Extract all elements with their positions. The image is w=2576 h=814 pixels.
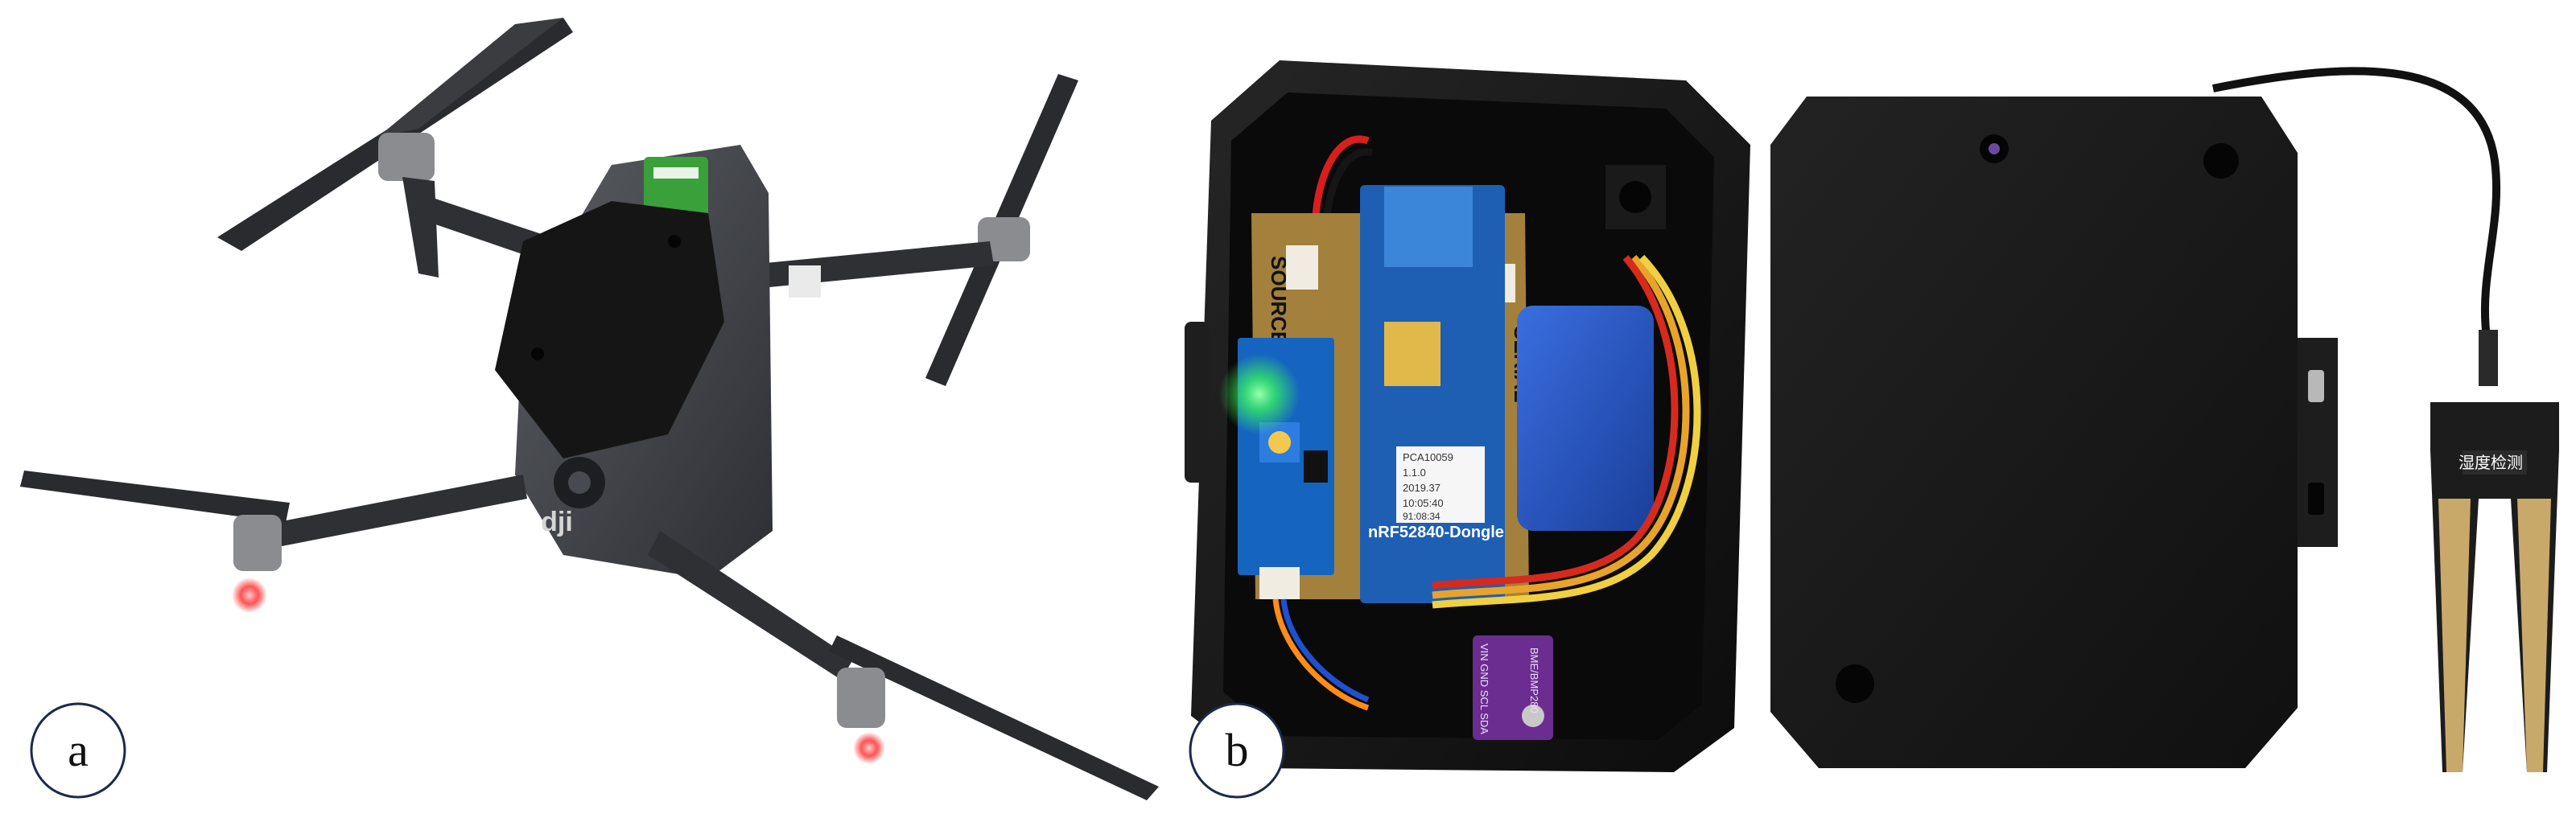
panel-b-letter: b (1226, 724, 1249, 776)
status-led-green (1219, 354, 1300, 434)
sensor-cover-box (495, 201, 724, 458)
arm-top-left (402, 177, 439, 278)
motor-top-left (378, 133, 435, 181)
probe-cable (2212, 67, 2501, 339)
dongle-chip (1384, 322, 1440, 386)
dongle-sticker-batch2: 91:08:34 (1403, 511, 1440, 522)
dongle-sticker-ver: 1.1.0 (1403, 467, 1426, 479)
arm-bottom-right (648, 531, 853, 680)
panel-a-letter: a (68, 724, 89, 776)
panel-b-sensor-photo: SOURCE SERIAL MP PCA10059 1.1.0 2019.37 … (1185, 60, 2559, 772)
dongle-sticker-pca: PCA10059 (1403, 451, 1453, 463)
motor-bottom-right (837, 668, 885, 728)
arm-top-right (740, 241, 994, 290)
dji-logo: dji (541, 507, 573, 537)
lid-hole-top-right (2203, 143, 2239, 179)
connector-source (1286, 245, 1318, 290)
motor-bottom-left (233, 515, 282, 571)
probe-label: 湿度检测 (2459, 454, 2523, 472)
panel-a-drone-photo: dji (20, 18, 1159, 800)
dongle-sticker (1396, 446, 1485, 523)
dongle-label: nRF52840-Dongle (1368, 524, 1504, 541)
case-lid (1770, 97, 2298, 768)
lid-mount-tab (2298, 338, 2338, 547)
bme280-name-label: BME/BMP280 (1528, 648, 1540, 713)
lid-hole-bottom-left (1836, 664, 1874, 703)
propeller-bottom-right (829, 635, 1159, 800)
sensor-wires (1432, 254, 1690, 599)
motor-led-bottom-left (232, 578, 267, 613)
dongle-sticker-batch: 10:05:40 (1403, 497, 1444, 509)
propeller-bottom-left (20, 471, 290, 523)
dongle-sticker-date: 2019.37 (1403, 482, 1440, 494)
battery (1517, 306, 1654, 531)
panel-a-label: a (30, 702, 126, 799)
motor-led-bottom-right (853, 732, 885, 764)
arm-bottom-left (274, 475, 527, 547)
panel-b-label: b (1189, 702, 1285, 799)
bme280-pins-label: VIN GND SCL SDA (1478, 643, 1490, 734)
